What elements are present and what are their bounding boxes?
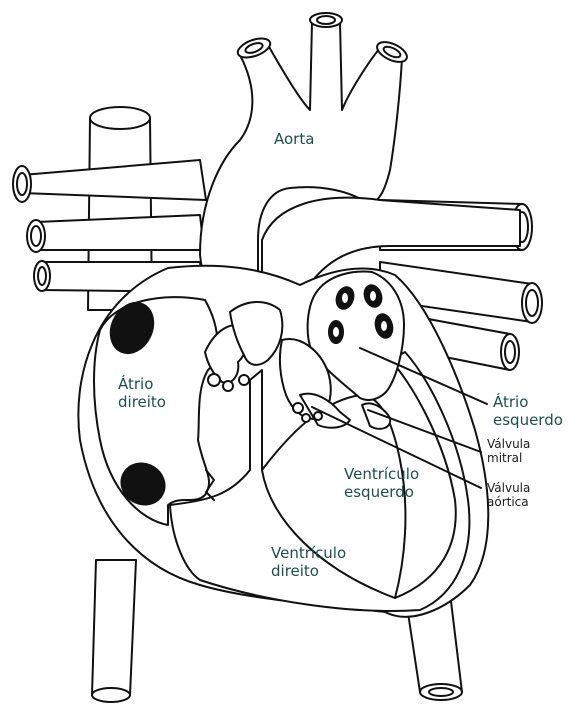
label-right-atrium-line1: Átrio (118, 376, 166, 394)
label-aortic-valve: Válvula aórtica (487, 481, 530, 509)
label-right-atrium: Átrio direito (118, 376, 166, 411)
label-aortic-valve-line2: aórtica (487, 495, 530, 509)
label-right-atrium-line2: direito (118, 394, 166, 412)
label-left-ventricle-line2: esquerdo (344, 484, 419, 502)
label-left-atrium-line1: Átrio (493, 394, 563, 412)
label-aorta: Aorta (274, 131, 314, 149)
label-right-ventricle-line1: Ventrículo (271, 545, 346, 563)
label-left-ventricle-line1: Ventrículo (344, 466, 419, 484)
label-mitral-valve: Válvula mitral (487, 437, 530, 465)
label-mitral-valve-line2: mitral (487, 451, 530, 465)
label-left-ventricle: Ventrículo esquerdo (344, 466, 419, 501)
label-mitral-valve-line1: Válvula (487, 437, 530, 451)
label-left-atrium-line2: esquerdo (493, 412, 563, 430)
label-right-ventricle: Ventrículo direito (271, 545, 346, 580)
inferior-vena-cava (92, 560, 136, 702)
label-right-ventricle-line2: direito (271, 563, 346, 581)
label-aortic-valve-line1: Válvula (487, 481, 530, 495)
label-left-atrium: Átrio esquerdo (493, 394, 563, 429)
